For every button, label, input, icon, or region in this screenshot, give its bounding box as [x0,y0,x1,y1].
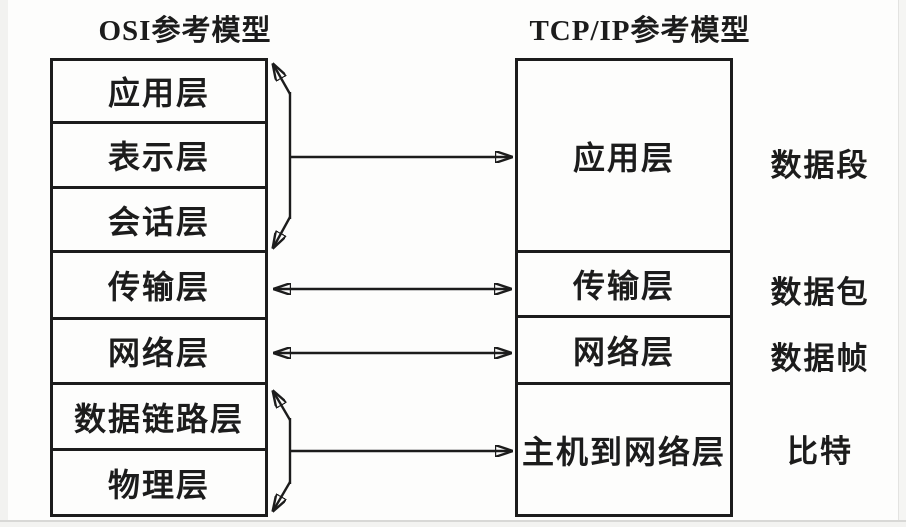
page-bottom-rule [0,520,906,527]
brace-bottom-layers [273,391,292,511]
unit-label-packet: 数据包 [770,274,870,310]
osi-layer-network: 网络层 [53,320,265,385]
tcpip-layer-network: 网络层 [518,318,730,385]
tcpip-layer-application: 应用层 [518,61,730,253]
unit-label-frame: 数据帧 [770,340,870,376]
osi-layer-presentation: 表示层 [53,124,265,189]
osi-layer-physical: 物理层 [107,466,210,503]
page-edge-right [898,0,906,527]
osi-layer-stack: 应用层 表示层 会话层 传输层 网络层 数据链路层 物理层 [50,58,268,517]
page-edge-left [0,0,8,527]
tcpip-layer-host-to-network: 主机到网络层 [521,433,726,470]
unit-label-bits: 比特 [787,433,853,469]
osi-layer-session: 会话层 [53,189,265,253]
osi-layer-application: 应用层 [53,61,265,124]
tcpip-layer-transport: 传输层 [518,253,730,318]
osi-layer-transport: 传输层 [53,253,265,320]
brace-top-layers [273,64,292,248]
tcpip-layer-stack: 应用层 传输层 网络层 主机到网络层 [515,58,733,517]
osi-layer-datalink: 数据链路层 [53,385,265,451]
tcpip-model-title: TCP/IP参考模型 [529,15,751,47]
unit-label-segment: 数据段 [770,147,870,183]
osi-model-title: OSI参考模型 [98,15,272,47]
